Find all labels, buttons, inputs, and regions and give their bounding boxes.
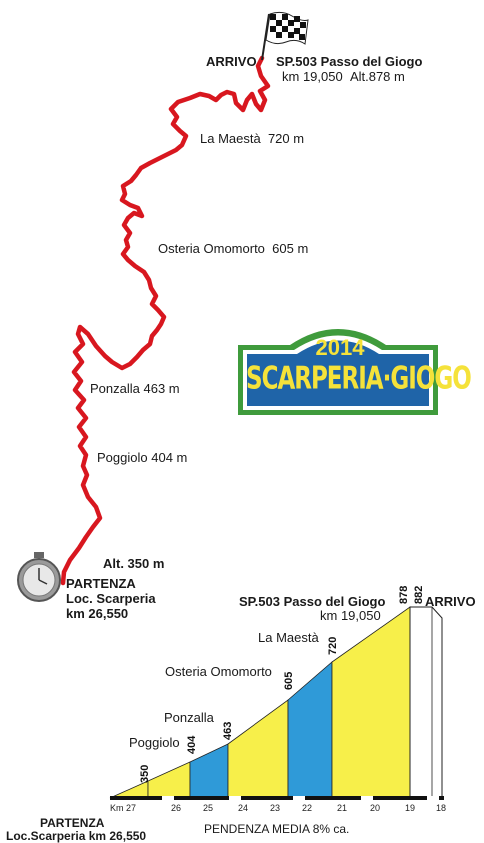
- km-tick-label: 19: [405, 803, 416, 813]
- km-tick-mark: [427, 796, 439, 800]
- checkered-flag-icon: [261, 11, 309, 61]
- start-altitude: Alt. 350 m: [103, 556, 165, 571]
- profile-segment: [227, 699, 289, 799]
- finish-label: ARRIVO: [206, 54, 257, 69]
- stopwatch-icon: [17, 552, 61, 602]
- km-tick-label: 18: [436, 803, 447, 813]
- event-logo: [238, 329, 438, 415]
- km-tick-label: 20: [370, 803, 381, 813]
- alt-878: 878: [398, 585, 410, 604]
- profile-finish-road: SP.503 Passo del Giogo: [239, 594, 386, 609]
- finish-road: SP.503 Passo del Giogo: [276, 54, 423, 69]
- alt-350: 350: [139, 764, 151, 783]
- profile-la-maesta: La Maestà: [258, 630, 319, 645]
- alt-463: 463: [222, 721, 234, 740]
- km-tick-mark: [396, 796, 408, 800]
- km-tick-mark: [110, 796, 122, 800]
- profile-poggiolo: Poggiolo: [129, 735, 180, 750]
- km-tick-mark: [229, 796, 241, 800]
- km-tick-label: 23: [270, 803, 281, 813]
- tick-marks: [110, 796, 439, 800]
- waypoint-poggiolo: Poggiolo 404 m: [97, 450, 188, 465]
- start-block: PARTENZA Loc. Scarperia km 26,550: [66, 576, 156, 621]
- km-tick-mark: [261, 796, 273, 800]
- profile-osteria-omomorto: Osteria Omomorto: [165, 664, 272, 679]
- km-tick-mark: [328, 796, 340, 800]
- waypoint-osteria-omomorto: Osteria Omomorto 605 m: [158, 241, 309, 256]
- km-tick-mark: [361, 796, 373, 800]
- profile-finish-km: km 19,050: [320, 608, 381, 623]
- finish-km-alt: km 19,050 Alt.878 m: [282, 69, 405, 84]
- alt-605: 605: [283, 671, 295, 690]
- km-tick-label: 24: [238, 803, 249, 813]
- km-tick-label: 22: [302, 803, 313, 813]
- profile-segment: [331, 606, 411, 799]
- alt-882: 882: [413, 585, 425, 604]
- profile-segment: [109, 780, 149, 799]
- baseline-bar: [110, 796, 444, 800]
- average-grade: PENDENZA MEDIA 8% ca.: [204, 822, 350, 836]
- km-tick-mark: [162, 796, 174, 800]
- profile-start-label: PARTENZA: [40, 816, 105, 830]
- profile-finish-label: ARRIVO: [425, 594, 476, 609]
- profile-segments: [109, 606, 411, 799]
- logo-year: 2014: [315, 335, 365, 360]
- waypoint-la-maesta: La Maestà 720 m: [200, 131, 305, 146]
- km-tick-label: 26: [171, 803, 182, 813]
- alt-404: 404: [186, 735, 198, 754]
- profile-segment: [147, 761, 191, 799]
- km-tick-mark: [293, 796, 305, 800]
- finish-box: [409, 606, 443, 799]
- alt-720: 720: [327, 636, 339, 655]
- waypoint-ponzalla: Ponzalla 463 m: [90, 381, 180, 396]
- km-tick-label: Km 27: [110, 803, 137, 813]
- km-tick-label: 21: [337, 803, 348, 813]
- route-line: [60, 55, 271, 586]
- profile-ponzalla: Ponzalla: [164, 710, 214, 725]
- km-tick-mark: [194, 796, 206, 800]
- km-tick-label: 25: [203, 803, 214, 813]
- profile-start-place: Loc.Scarperia km 26,550: [6, 829, 147, 843]
